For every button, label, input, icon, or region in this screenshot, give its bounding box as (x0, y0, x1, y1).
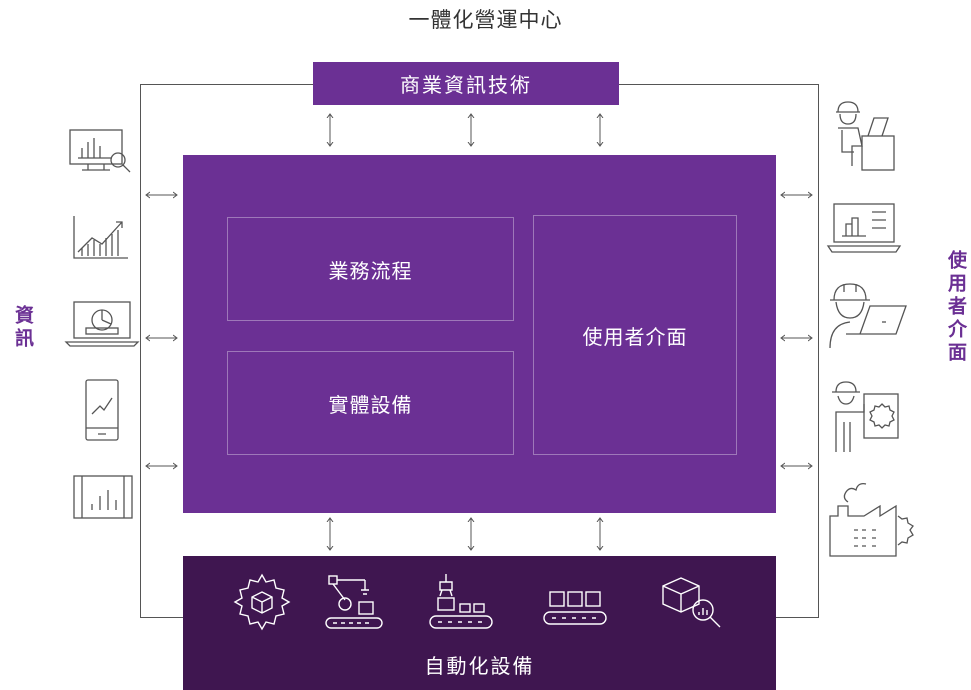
phone-trend-icon (85, 379, 119, 441)
frame-bottom-left (140, 617, 183, 618)
frame-top-right (619, 84, 819, 85)
business-process-box: 業務流程 (227, 217, 514, 321)
chart-search-icon (69, 129, 131, 173)
laptop-pie-icon (64, 301, 140, 347)
frame-left (140, 84, 141, 618)
physical-equipment-box: 實體設備 (227, 351, 514, 455)
worker-gear-panel-icon (832, 381, 899, 452)
worker-laptop-icon (829, 283, 907, 349)
user-interface-box: 使用者介面 (533, 215, 737, 455)
core-panel: 業務流程 實體設備 使用者介面 (183, 155, 776, 513)
automation-equipment-label: 自動化設備 (424, 654, 535, 678)
conveyor-boxes-icon (543, 591, 607, 625)
tablet-bars-icon (73, 475, 133, 519)
business-it-bar: 商業資訊技術 (313, 62, 619, 105)
worker-desk-icon (836, 101, 895, 171)
user-interface-side-label: 使用者介面 (945, 250, 967, 365)
gear-box-icon (233, 573, 291, 631)
frame-right (818, 84, 819, 618)
crane-conveyor-icon (429, 574, 493, 629)
frame-bottom-right (776, 617, 819, 618)
automation-equipment-bar: 自動化設備 (183, 556, 776, 690)
factory-gear-icon (829, 482, 914, 557)
diagram-title: 一體化營運中心 (408, 8, 563, 32)
robot-arm-conveyor-icon (325, 575, 383, 629)
frame-top-left (140, 84, 313, 85)
info-side-label: 資訊 (12, 305, 34, 351)
growth-chart-icon (73, 216, 128, 259)
laptop-dashboard-icon (826, 203, 902, 253)
box-inspect-icon (662, 577, 721, 628)
